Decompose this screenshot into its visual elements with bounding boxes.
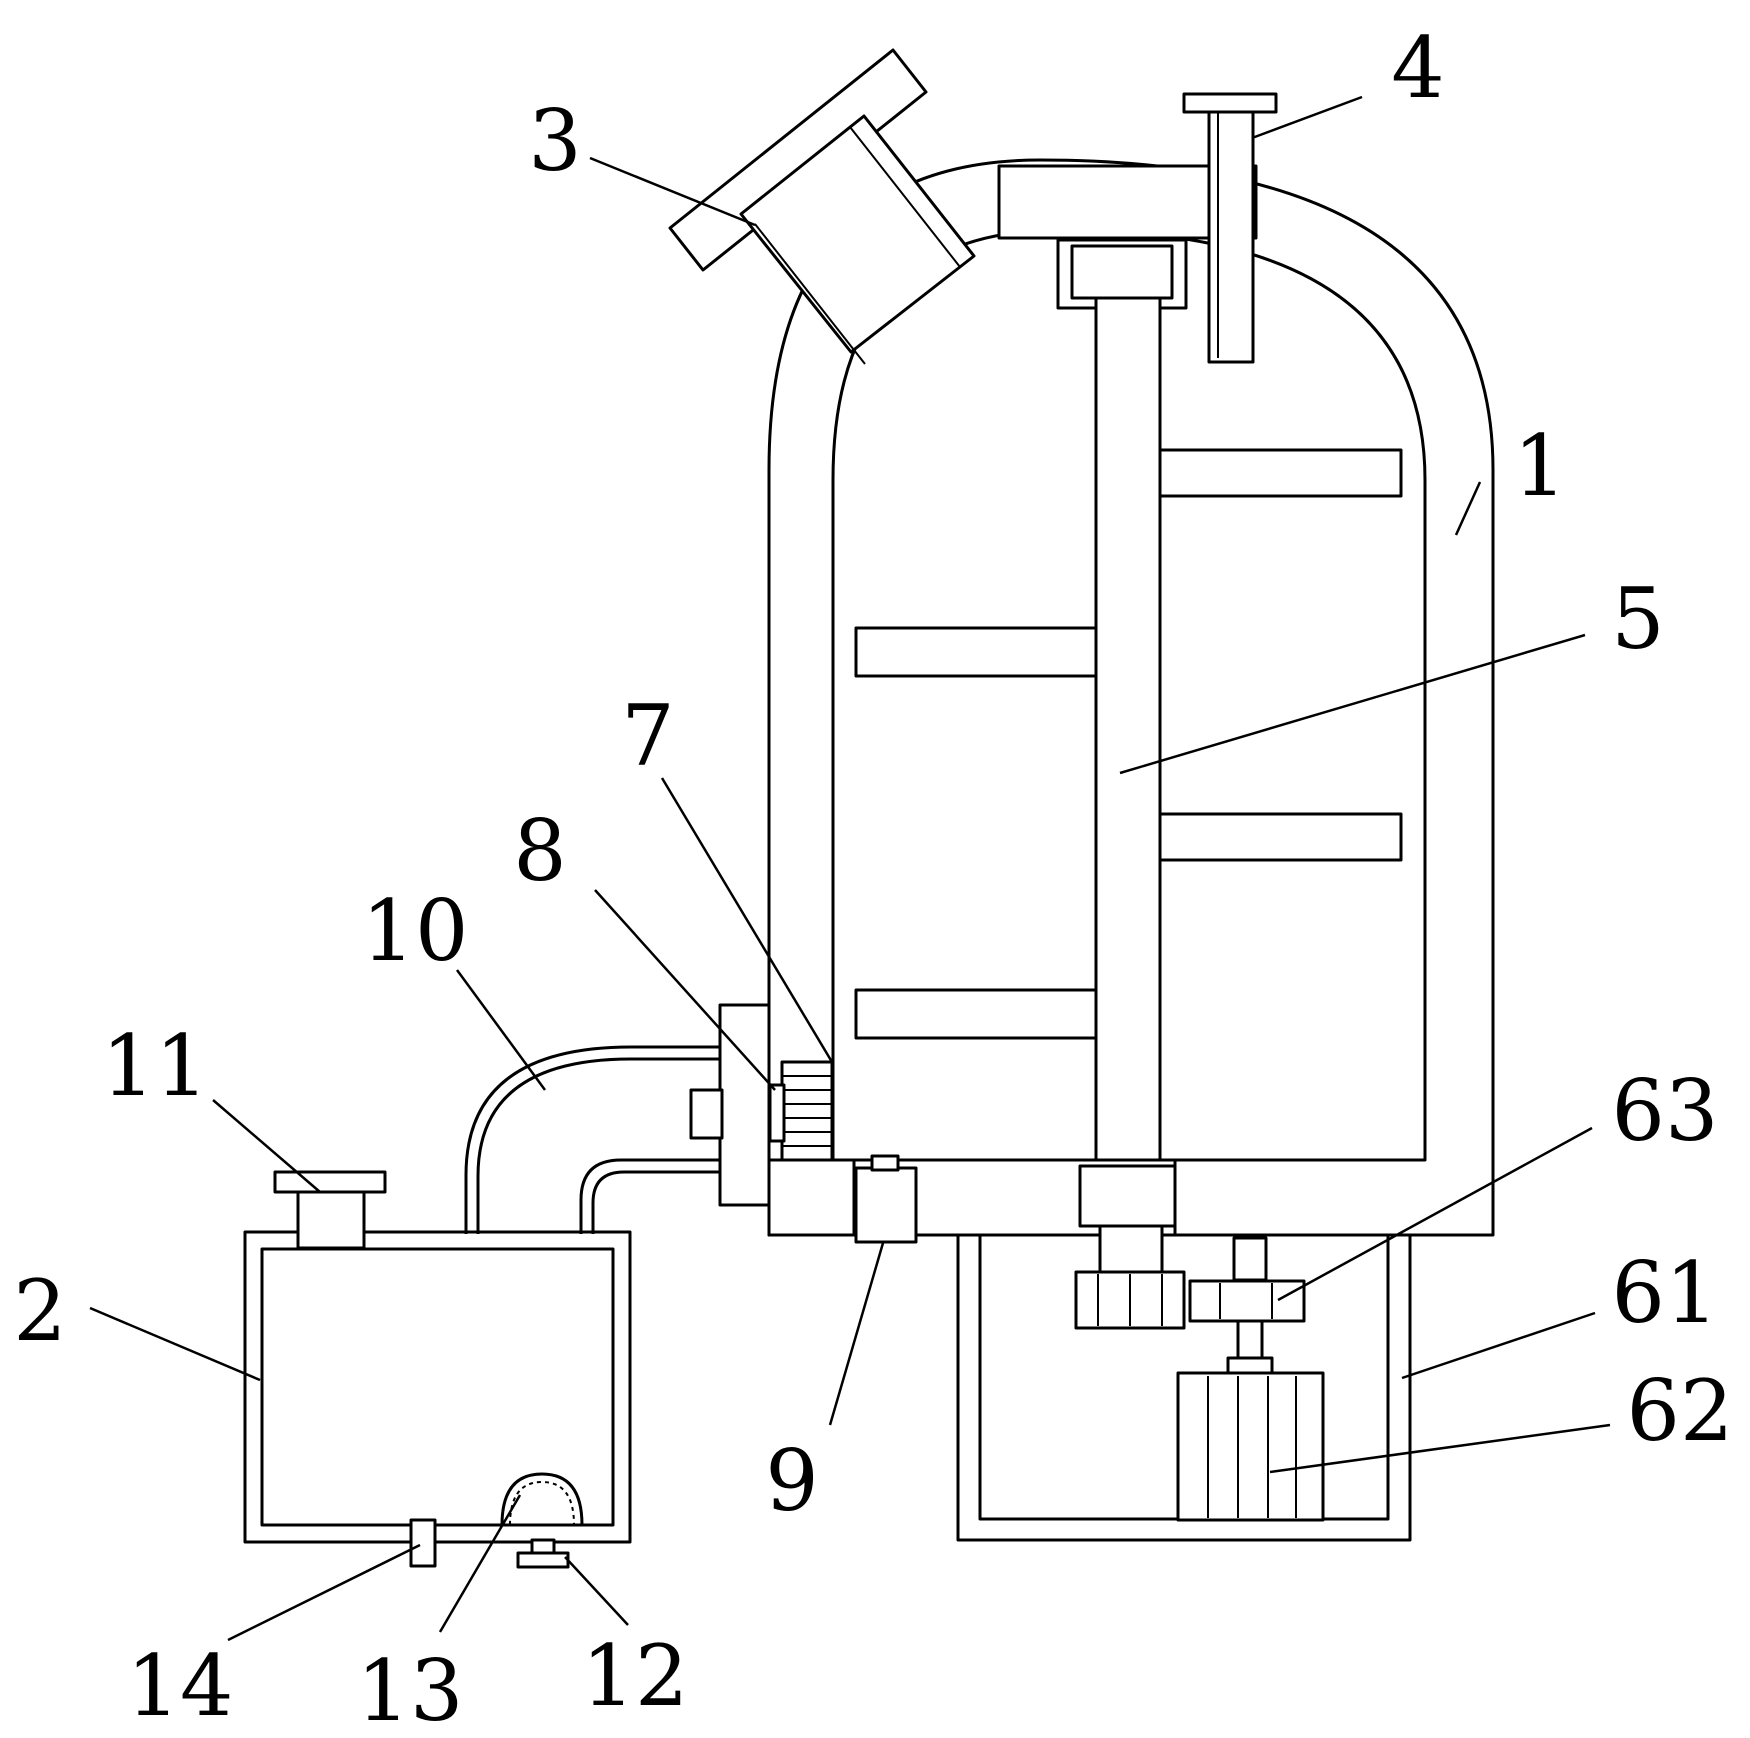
motor-shaft-upper	[1232, 1236, 1268, 1282]
leader-7	[660, 777, 834, 1063]
leader-63	[1277, 1126, 1593, 1302]
leader-4	[1251, 95, 1363, 140]
outlet-pipe-cap	[1182, 92, 1278, 114]
tank-outer-wall	[767, 158, 1495, 1237]
label-63: 63	[1612, 1062, 1719, 1160]
label-7: 7	[621, 687, 674, 785]
filter-screen	[780, 1060, 834, 1162]
feed-inlet-pipe-inner-line-a	[754, 223, 866, 365]
label-5: 5	[1611, 570, 1664, 668]
shaft-coupling	[1098, 1224, 1164, 1274]
leader-3	[589, 156, 756, 227]
label-3: 3	[528, 92, 581, 190]
feed-inlet-pipe-inner-line-b	[849, 126, 961, 268]
leader-2	[89, 1306, 261, 1382]
shaft-body	[1094, 296, 1162, 1174]
label-2: 2	[13, 1262, 66, 1360]
leader-12	[564, 1556, 629, 1626]
return-pipe-outer	[464, 1045, 720, 1234]
discharge-valve	[854, 1166, 918, 1244]
aux-inlet-neck	[296, 1190, 366, 1250]
outlet-pipe	[1182, 92, 1278, 364]
feed-inlet-pipe	[739, 114, 976, 354]
discharge-valve-cap	[870, 1154, 900, 1172]
gear-small	[1188, 1279, 1306, 1323]
feed-pipe-inner	[591, 1170, 720, 1234]
aux-inlet-cap	[273, 1170, 387, 1194]
motor	[1176, 1371, 1325, 1522]
aux-drain-valve	[409, 1518, 437, 1568]
leader-61	[1401, 1311, 1596, 1380]
label-62: 62	[1627, 1362, 1734, 1460]
motor-shaft-flange	[1226, 1356, 1274, 1375]
leader-5	[1119, 633, 1586, 775]
label-10: 10	[362, 882, 469, 980]
outlet-pipe-body	[1207, 108, 1255, 364]
paddle-right-2	[1158, 812, 1403, 862]
return-pipe-inner	[476, 1057, 720, 1234]
label-4: 4	[1391, 19, 1444, 117]
connecting-pipes	[464, 1045, 720, 1234]
aux-heater-dome-coil	[509, 1480, 575, 1526]
leader-9	[828, 1242, 885, 1426]
paddle-right-1	[1158, 448, 1403, 498]
leader-62	[1269, 1423, 1611, 1474]
leader-1	[1454, 481, 1482, 536]
label-9: 9	[765, 1432, 818, 1530]
paddle-left-2	[854, 988, 1098, 1040]
pump-nozzle	[689, 1088, 724, 1140]
label-8: 8	[513, 802, 566, 900]
drive-assembly	[956, 1224, 1412, 1542]
feed-inlet	[668, 48, 976, 365]
label-12: 12	[582, 1627, 689, 1725]
leader-13	[438, 1494, 522, 1633]
leader-8	[594, 889, 776, 1091]
aux-box-outer	[243, 1230, 632, 1544]
stirring-shaft	[854, 296, 1403, 1174]
pump-housing	[718, 1003, 771, 1207]
label-14: 14	[127, 1637, 234, 1735]
leader-lines	[89, 95, 1611, 1642]
motor-shaft-lower	[1236, 1319, 1264, 1363]
aux-foot	[516, 1551, 570, 1569]
feed-pipe-outer	[579, 1158, 720, 1234]
leader-11	[212, 1099, 321, 1193]
label-61: 61	[1612, 1244, 1719, 1342]
feed-inlet-flange	[668, 48, 928, 272]
impeller	[768, 1083, 786, 1143]
aux-heater-dome	[500, 1472, 584, 1526]
side-bracket	[767, 1158, 856, 1237]
labels: 1 3 4 5 7 8 10 11 2 9 63 61 62 14 13 12	[13, 19, 1733, 1738]
auxiliary-box	[243, 1170, 632, 1569]
leader-14	[227, 1543, 421, 1642]
shaft-bearing-bottom	[1078, 1164, 1177, 1228]
leader-10	[455, 969, 547, 1091]
label-13: 13	[357, 1642, 464, 1738]
label-1: 1	[1513, 417, 1566, 515]
label-11: 11	[102, 1017, 209, 1115]
aux-box-inner	[260, 1247, 615, 1527]
paddle-left-1	[854, 626, 1098, 678]
